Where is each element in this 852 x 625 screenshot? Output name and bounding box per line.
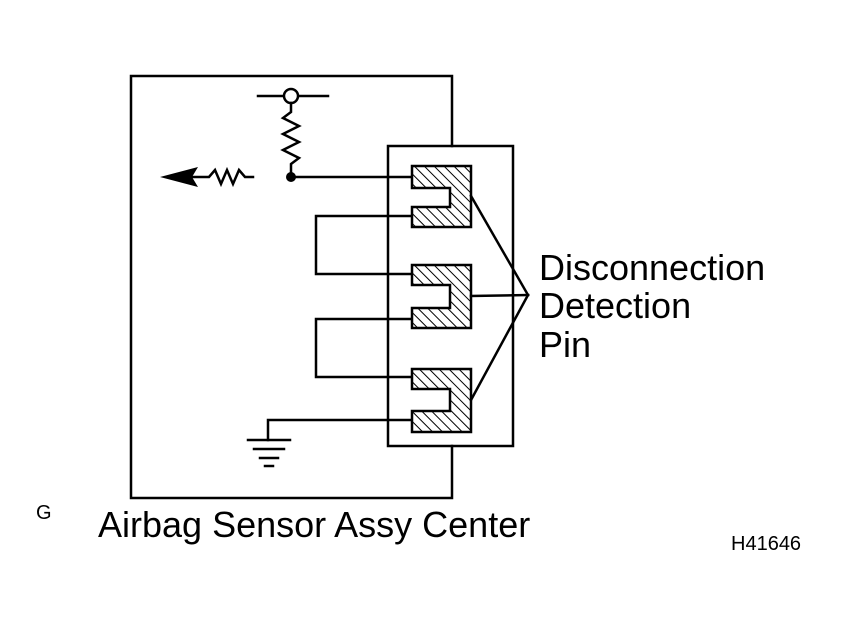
ground-icon: [246, 438, 292, 468]
ground-wire: [266, 418, 412, 442]
pullup-resistor: [280, 101, 302, 179]
callout-line-2: Detection: [539, 285, 691, 326]
terminal-circle: [282, 87, 300, 105]
caption-title: Airbag Sensor Assy Center: [98, 504, 530, 545]
callout-line-3: Pin: [539, 324, 591, 365]
output-arrow: [160, 167, 198, 187]
caption-letter: G: [36, 502, 52, 524]
detection-pin-1: [410, 164, 473, 229]
sensor-assy-outline: [129, 74, 454, 500]
callout-line-1: Disconnection: [539, 247, 765, 288]
detection-pin-2: [410, 263, 473, 330]
short-loop-lower: [314, 317, 412, 379]
detection-pin-3: [410, 367, 473, 434]
figure-code: H41646: [731, 533, 801, 555]
short-loop-upper: [314, 214, 412, 276]
callout-leaders: [469, 194, 530, 402]
series-resistor: [188, 166, 255, 188]
